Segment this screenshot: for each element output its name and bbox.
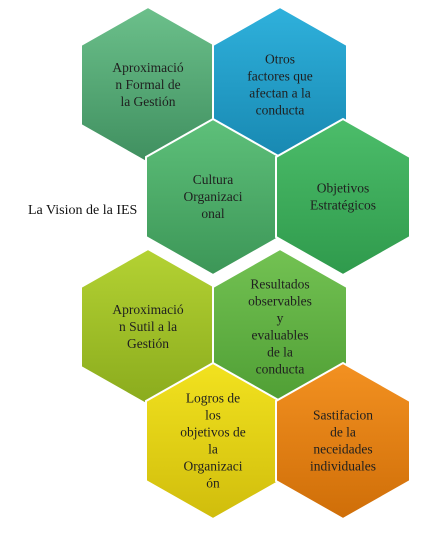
hexagon-label-line: Otros xyxy=(265,52,295,67)
hexagon-label-line: n Sutil a la xyxy=(119,319,177,334)
hexagon-label-line: la Gestión xyxy=(120,94,175,109)
hexagon-label-line: evaluables xyxy=(252,328,309,343)
hexagon-label-line: afectan a la xyxy=(249,86,310,101)
hexagon-label-line: objetivos de xyxy=(180,425,246,440)
hexagon-label-line: Cultura xyxy=(193,172,234,187)
side-label: La Vision de la IES xyxy=(28,203,138,218)
hexagon-label-line: individuales xyxy=(310,459,376,474)
hexagon-label-line: ón xyxy=(206,476,220,491)
hexagon-label-line: y xyxy=(277,311,284,326)
hexagon-label-line: la xyxy=(208,442,218,457)
hexagon-label-line: Sastifacion xyxy=(313,408,373,423)
hexagon-label-line: n Formal de xyxy=(115,77,180,92)
hexagon-otros-factores: Otros factores que afectan a la conducta xyxy=(212,5,348,165)
hexagon-aproximacion-formal: Aproximació n Formal de la Gestión xyxy=(80,5,216,165)
hexagon-satisfacion-necesidades: Sastifacion de la neceidades individuales xyxy=(275,361,411,521)
hexagon-resultados-observables: Resultados observables y evaluables de la con… xyxy=(212,247,348,407)
hexagon-label-line: neceidades xyxy=(313,442,372,457)
hexagon-shape xyxy=(275,117,411,277)
hexagon-label-line: conducta xyxy=(256,362,305,377)
hexagon-label-line: Logros de xyxy=(186,391,240,406)
hexagon-label-line: Gestión xyxy=(127,336,169,351)
hexagon-label-line: observables xyxy=(248,294,312,309)
hexagon-label-line: conducta xyxy=(256,103,305,118)
hexagon-label-line: Resultados xyxy=(250,277,309,292)
hexagon-label-line: Objetivos xyxy=(317,181,370,196)
hexagon-shape xyxy=(275,361,411,521)
hexagon-aproximacion-sutil: Aproximació n Sutil a la Gestión xyxy=(80,247,216,407)
hexagon-label-line: de la xyxy=(330,425,356,440)
hexagon-label-line: factores que xyxy=(247,69,313,84)
hexagon-label-line: los xyxy=(205,408,221,423)
hexagon-label-line: Estratégicos xyxy=(310,198,376,213)
hexagon-label-line: de la xyxy=(267,345,293,360)
hexagon-label-line: Organizaci xyxy=(184,459,243,474)
hexagon-label-line: onal xyxy=(201,206,224,221)
hexagon-label-line: Aproximació xyxy=(112,302,183,317)
hexagon-label-line: Aproximació xyxy=(112,60,183,75)
hexagon-label-line: Organizaci xyxy=(184,189,243,204)
